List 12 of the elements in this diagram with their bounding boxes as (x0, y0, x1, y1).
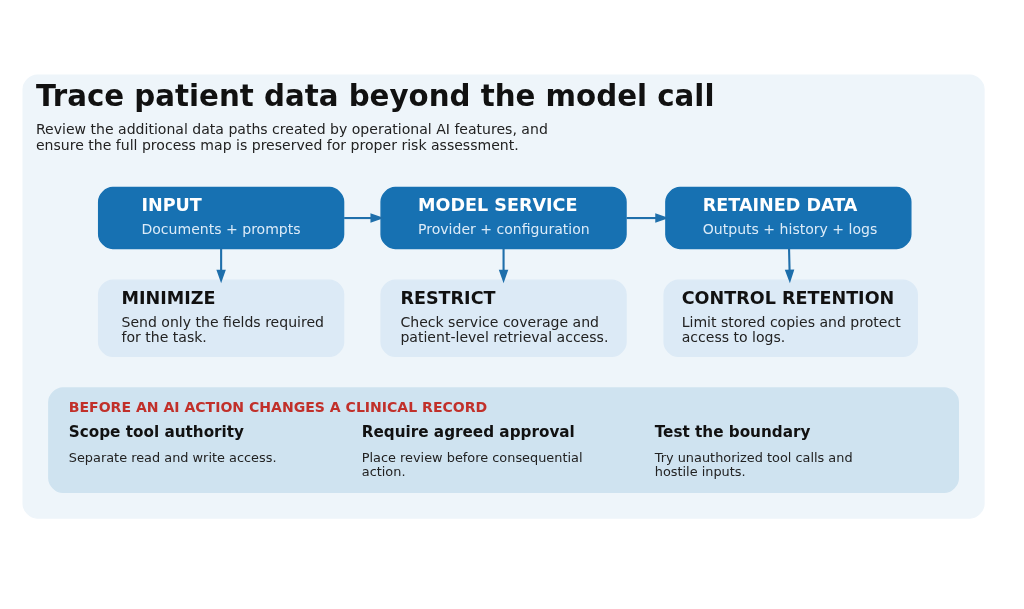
arrow (216, 248, 226, 283)
node-box: RETAINED DATA Outputs + history + logs (665, 186, 912, 249)
node-box: INPUT Documents + prompts (97, 186, 345, 249)
node-box: MINIMIZE Send only the fields required for the task. (97, 278, 345, 357)
arrow (784, 248, 795, 283)
node-box: BEFORE AN AI ACTION CHANGES A CLINICAL RECORD Scope tool authority Require agreed approval Test the boundary Separate read and write access. Place review before consequential action. Try unauthorized tool calls and hostile inputs. (48, 386, 959, 493)
arrow (344, 212, 385, 223)
node-box: MODEL SERVICE Provider + configuration (380, 186, 627, 249)
node-box: CONTROL RETENTION Limit stored copies and protect access to logs. (663, 278, 918, 357)
node-box: RESTRICT Check service coverage and patient-level retrieval access. (380, 278, 627, 357)
arrow (498, 248, 509, 283)
arrow (626, 212, 669, 223)
